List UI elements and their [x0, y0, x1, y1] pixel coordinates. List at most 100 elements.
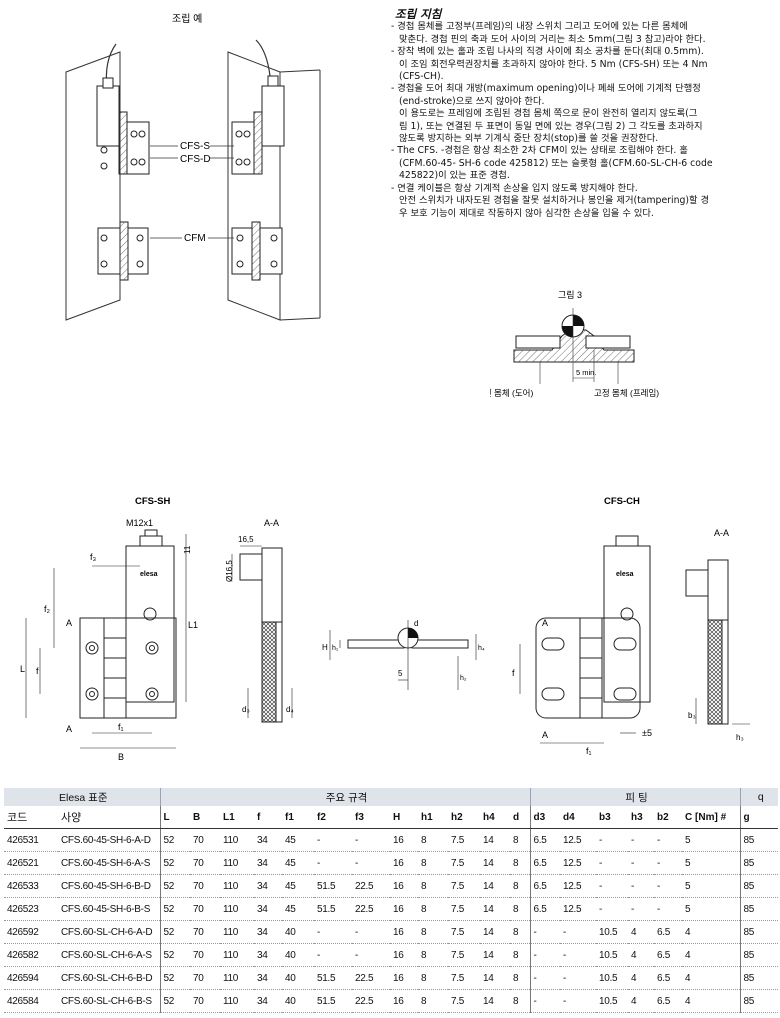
guideline-item: - 경첩을 도어 최대 개방(maximum opening)이나 폐쇄 도어에…: [391, 83, 701, 95]
table-cell: 51.5: [314, 966, 353, 990]
table-cell: CFS.60-45-SH-6-B-D: [58, 874, 161, 898]
table-cell: 426521: [4, 851, 58, 875]
cfs-sh-title: CFS-SH: [135, 496, 171, 507]
column-header: h2: [448, 806, 481, 829]
table-cell: 52: [159, 851, 191, 875]
guideline-item-line: 안전 스위치가 내자도된 경첩을 잘못 설치하거나 봉인을 제거(tamperi…: [399, 195, 710, 207]
dim-f3: f₃: [90, 552, 97, 562]
table-cell: 70: [190, 828, 221, 852]
guideline-item-line: 림 1), 또는 연결된 두 표면이 동일 면에 있는 경우(그림 2) 그 각…: [399, 120, 703, 132]
table-cell: 51.5: [314, 897, 353, 921]
guideline-item-line: 425822)이 있는 표준 경첩.: [399, 170, 510, 182]
table-cell: 8: [418, 851, 449, 875]
dim-h1: h₁: [332, 645, 339, 652]
table-cell: 52: [159, 920, 191, 944]
table-cell: 14: [480, 966, 511, 990]
table-cell: -: [654, 897, 683, 921]
table-cell: 10.5: [596, 966, 629, 990]
table-cell: 22.5: [352, 874, 391, 898]
table-cell: 4: [682, 920, 741, 944]
table-cell: 426584: [4, 989, 58, 1013]
table-cell: 34: [254, 966, 283, 990]
table-cell: -: [560, 989, 597, 1013]
table-cell: 52: [159, 989, 191, 1013]
table-cell: 85: [739, 874, 779, 898]
column-header: d: [510, 806, 531, 829]
table-cell: 34: [254, 874, 283, 898]
table-cell: 85: [739, 851, 779, 875]
column-header: d4: [560, 806, 597, 829]
column-header: f1: [282, 806, 315, 829]
table-cell: 52: [159, 943, 191, 967]
table-cell: 4: [682, 989, 741, 1013]
table-cell: 22.5: [352, 897, 391, 921]
table-cell: -: [654, 828, 683, 852]
table-cell: -: [314, 943, 353, 967]
table-cell: 426582: [4, 943, 58, 967]
table-cell: 7.5: [448, 828, 481, 852]
table-cell: -: [314, 920, 353, 944]
table-cell: 6.5: [654, 920, 683, 944]
table-cell: -: [529, 989, 561, 1013]
table-cell: 34: [254, 897, 283, 921]
table-cell: 51.5: [314, 989, 353, 1013]
table-cell: 426523: [4, 897, 58, 921]
table-cell: 14: [480, 989, 511, 1013]
guideline-item: - The CFS. -경첩은 항상 최소한 2차 CFM이 있는 상태로 조립…: [391, 145, 688, 157]
table-cell: 70: [190, 943, 221, 967]
table-cell: 6.5: [529, 828, 561, 852]
group-main: 주요 규격: [159, 788, 531, 806]
table-cell: 40: [282, 989, 315, 1013]
table-cell: 16: [390, 828, 419, 852]
section-a-bot: A: [66, 724, 72, 734]
column-header: h4: [480, 806, 511, 829]
table-cell: 22.5: [352, 989, 391, 1013]
table-cell: 85: [739, 966, 779, 990]
table-cell: -: [352, 920, 391, 944]
table-cell: 7.5: [448, 851, 481, 875]
dim-f1: f₁: [118, 722, 124, 732]
column-header: h1: [418, 806, 449, 829]
table-cell: 52: [159, 966, 191, 990]
table-cell: 110: [220, 989, 255, 1013]
guideline-item-line: 않도록 방지하는 외부 기계식 중단 장치(stop)를 쓸 것을 권장한다.: [399, 133, 659, 145]
column-header: 사양: [58, 806, 161, 829]
column-header: f3: [352, 806, 391, 829]
dim-h: H: [322, 643, 328, 652]
table-cell: 34: [254, 943, 283, 967]
dim-f-ch: f: [512, 668, 515, 678]
table-cell: 10.5: [596, 920, 629, 944]
table-cell: -: [654, 874, 683, 898]
table-cell: 4: [682, 943, 741, 967]
table-cell: 70: [190, 989, 221, 1013]
table-cell: 70: [190, 874, 221, 898]
table-cell: 5: [682, 897, 741, 921]
dim-m12: M12x1: [126, 518, 153, 528]
table-cell: -: [352, 828, 391, 852]
table-cell: 426531: [4, 828, 58, 852]
guidelines-list: - 경첩 몸체를 고정부(프레임)의 내장 스위치 그리고 도어에 있는 다른 …: [387, 21, 775, 220]
table-cell: -: [596, 828, 629, 852]
dim-pm5: ±5: [642, 728, 652, 738]
guideline-item: - 경첩 몸체를 고정부(프레임)의 내장 스위치 그리고 도어에 있는 다른 …: [391, 21, 688, 33]
table-cell: -: [628, 851, 655, 875]
table-cell: 34: [254, 920, 283, 944]
table-cell: CFS.60-45-SH-6-B-S: [58, 897, 161, 921]
table-cell: 110: [220, 943, 255, 967]
table-cell: 8: [418, 943, 449, 967]
dim-h3: h₃: [736, 733, 744, 742]
table-cell: 70: [190, 966, 221, 990]
table-cell: 4: [628, 943, 655, 967]
table-cell: -: [628, 897, 655, 921]
column-header: L: [159, 806, 191, 829]
table-cell: 52: [159, 897, 191, 921]
table-cell: 14: [480, 874, 511, 898]
dim-5: 5: [398, 669, 403, 678]
guideline-item-line: 이 조임 회전우력권장치를 초과하지 않아야 한다. 5 Nm (CFS-SH)…: [399, 58, 708, 70]
table-cell: 70: [190, 897, 221, 921]
guideline-item: - 장착 벽에 있는 홀과 조립 나사의 직경 사이에 최소 공차를 둔다(최대…: [391, 46, 704, 58]
